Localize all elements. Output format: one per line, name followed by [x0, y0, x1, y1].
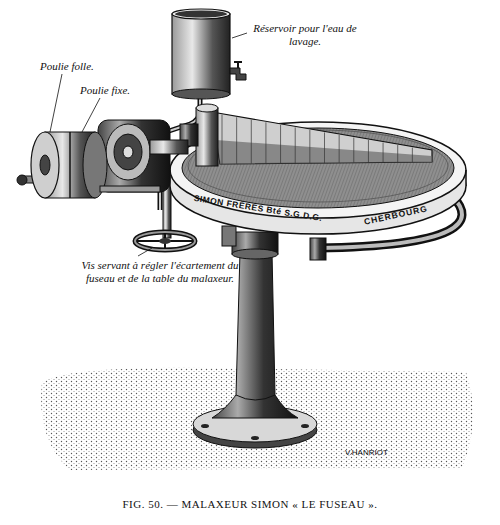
conical-spindle	[180, 104, 432, 166]
conical-spindle	[212, 112, 432, 164]
spindle-rib	[222, 115, 223, 164]
spindle-rib	[236, 117, 237, 164]
part-label: Poulie folle.	[40, 60, 94, 73]
base-plate	[251, 436, 259, 440]
drive-pulleys	[100, 186, 160, 192]
water-reservoir	[230, 68, 246, 80]
spindle-rib	[251, 120, 252, 164]
pedestal-column	[232, 249, 278, 259]
gear-housing	[123, 146, 133, 158]
leader-line	[232, 33, 247, 38]
gear-housing	[106, 124, 150, 180]
water-reservoir	[172, 89, 230, 99]
spindle-rib	[295, 127, 296, 163]
pedestal-column	[222, 226, 236, 246]
spindle-rib	[353, 137, 354, 162]
spindle-rib	[397, 145, 398, 162]
conical-spindle	[196, 104, 218, 112]
pedestal-column	[236, 395, 275, 400]
gear-housing	[114, 134, 142, 170]
adjusting-screw	[135, 232, 195, 250]
spindle-rib	[368, 140, 369, 163]
water-reservoir	[172, 9, 246, 99]
leader-line	[138, 248, 152, 256]
spindle-rib	[412, 148, 413, 163]
drive-pulleys	[40, 155, 50, 175]
spindle-rib	[324, 132, 325, 163]
spindle-rib	[383, 143, 384, 163]
water-reservoir	[172, 9, 230, 19]
adjusting-screw	[159, 238, 171, 244]
support-arm	[310, 238, 326, 260]
leader-line	[82, 98, 100, 132]
spindle-rib	[339, 135, 340, 163]
spindle-rib	[280, 125, 281, 164]
leader-line	[50, 74, 62, 132]
gear-housing	[150, 140, 188, 154]
kneading-table	[465, 170, 467, 186]
base-plate	[301, 424, 309, 428]
adjusting-screw	[135, 232, 195, 250]
maker-inscription: SIMON FRÈRES Bté S.G.D.G.	[190, 193, 326, 224]
drive-pulleys	[69, 132, 71, 198]
drive-pulleys	[17, 132, 160, 198]
engraver-signature: V.HANRIOT	[345, 448, 388, 457]
figure-caption: FIG. 50. — MALAXEUR SIMON « LE FUSEAU ».	[123, 498, 378, 511]
part-label: Réservoir pour l'eau de lavage.	[250, 22, 360, 47]
drive-pulleys	[17, 175, 27, 185]
drive-pulleys	[31, 132, 59, 198]
spindle-rib	[309, 130, 310, 163]
water-reservoir	[234, 61, 242, 63]
base-plate	[201, 424, 209, 428]
pedestal-column	[212, 226, 298, 418]
part-label: Vis servant à régler l'écartement du fus…	[70, 259, 250, 284]
water-reservoir	[172, 14, 230, 94]
conical-spindle	[196, 108, 218, 166]
spindle-rib	[265, 122, 266, 163]
gear-housing	[98, 120, 170, 192]
place-inscription: CHERBOURG	[362, 204, 431, 228]
conical-spindle	[216, 140, 432, 164]
water-reservoir	[175, 11, 227, 18]
gear-housing	[98, 120, 188, 192]
part-label: Poulie fixe.	[80, 84, 130, 97]
